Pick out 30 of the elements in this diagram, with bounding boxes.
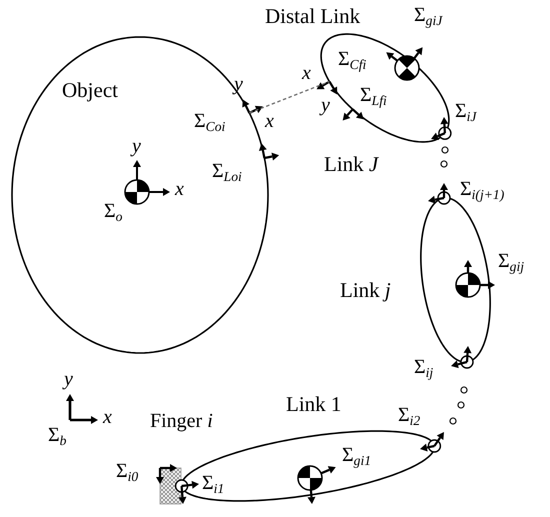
finger-label: Finger i [150,410,213,432]
frame-label: Σ$_{gi1}$ [342,444,372,466]
link-label: Distal Link [265,4,360,28]
object-label: Object [62,78,118,102]
frame-label: Σ$_{Lfi}$ [360,84,387,106]
frame-label: Σ$_{Cfi}$ [338,48,366,70]
frame-label: Σ$_{Loi}$ [212,160,242,182]
frame-label: Σ$_{b}$ [48,424,66,446]
frame-label: Σ$_{Coi}$ [194,110,226,132]
axis-label: y [234,73,243,95]
frame-label: Σ$_{ij}$ [414,356,434,378]
frame-label: Σ$_{giJ}$ [414,4,442,26]
axis-label: x [103,406,112,428]
frame-label: Σ$_{i1}$ [202,472,224,494]
axis-label: x [302,62,311,84]
axis-label: y [64,368,73,390]
axis-label: x [265,110,274,132]
frame-label: Σ$_{o}$ [104,200,122,222]
frame-label: Σ$_{iJ}$ [455,100,476,122]
link-label: Link 1 [286,392,342,416]
link-label: Link J [324,152,378,176]
frame-label: Σ$_{i(j+1)}$ [460,178,504,200]
link-label: Link j [340,278,391,302]
frame-label: Σ$_{i2}$ [398,404,420,426]
axis-label: y [132,135,141,157]
axis-label: y [321,94,330,116]
frame-label: Σ$_{i0}$ [116,460,138,482]
frame-label: Σ$_{gij}$ [498,250,524,272]
axis-label: x [175,178,184,200]
contact-line [249,81,330,114]
